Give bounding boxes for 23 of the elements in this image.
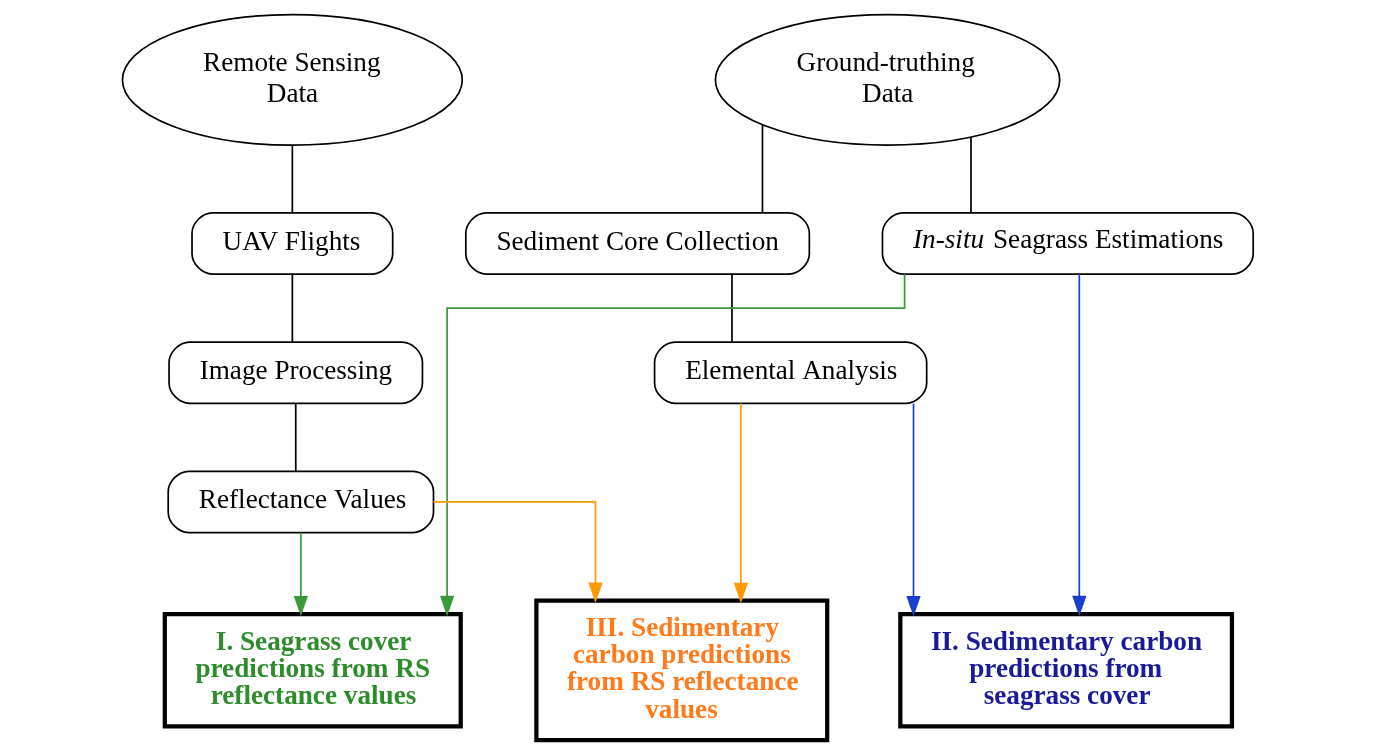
node-box: II. Sedimentary carbon predictions from seagrass cover [898, 612, 1235, 729]
node-box: I. Seagrass cover predictions from RS reflectance values [162, 612, 463, 729]
node-box: Reflectance Values [167, 470, 435, 534]
node-box: Elemental Analysis [653, 341, 928, 405]
connector [761, 123, 764, 214]
connector [731, 273, 733, 343]
arrow [733, 402, 749, 604]
arrow [293, 532, 308, 617]
connector [291, 273, 294, 343]
arrow [432, 501, 603, 603]
node-box: UAV Flights [191, 212, 394, 275]
connector [294, 402, 297, 472]
node-box: Image Processing [168, 341, 424, 405]
connector [970, 136, 972, 214]
arrow [439, 273, 906, 617]
node-ellipse: Remote Sensing Data [121, 13, 464, 146]
node-box: Sediment Core Collection [464, 212, 811, 275]
node-box: In-situ Seagrass Estimations [881, 212, 1255, 275]
connector [291, 144, 294, 214]
arrow [906, 402, 921, 617]
node-ellipse: Ground-truthing Data [714, 13, 1061, 146]
arrow [1072, 273, 1087, 617]
node-box: III. Sedimentary carbon predictions from RS reflectance values [534, 598, 830, 743]
